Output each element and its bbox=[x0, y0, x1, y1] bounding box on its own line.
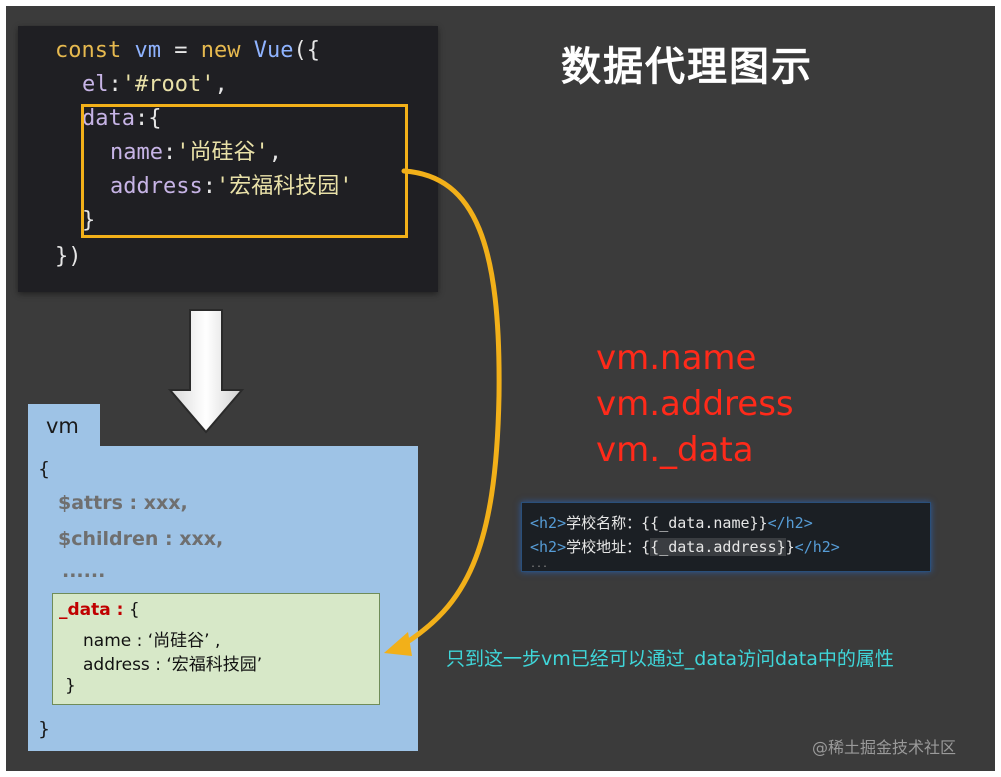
prop-address: address bbox=[110, 174, 203, 199]
accessor-vm-data: vm._data bbox=[596, 430, 754, 470]
colon: : bbox=[108, 72, 122, 97]
snippet-line-3: ... bbox=[530, 559, 549, 570]
comma: , bbox=[214, 72, 228, 97]
expr-open: { bbox=[641, 538, 651, 556]
vm-tab: vm bbox=[28, 404, 100, 448]
explanation-note: 只到这一步vm已经可以通过_data访问data中的属性 bbox=[446, 648, 894, 670]
vue-code-panel: const vm = new Vue({ el:'#root', data:{ … bbox=[18, 26, 438, 292]
open-paren: ({ bbox=[293, 38, 320, 63]
vm-close-brace: } bbox=[38, 718, 51, 740]
prop-name: name bbox=[110, 140, 163, 165]
colon: : bbox=[162, 140, 177, 165]
keyword-new: new bbox=[200, 38, 241, 63]
assign-op: = bbox=[160, 38, 201, 63]
snippet-line-1: <h2>学校名称：{{_data.name}}</h2> bbox=[530, 513, 813, 533]
vm-data-box: _data : { name : ‘尚硅谷’ , address : ‘宏福科技… bbox=[52, 593, 380, 705]
label-school-address: 学校地址： bbox=[566, 538, 642, 556]
colon: : bbox=[202, 174, 216, 199]
inner-close-brace: } bbox=[65, 676, 76, 696]
label-school-name: 学校名称： bbox=[566, 514, 642, 532]
accessor-vm-address: vm.address bbox=[596, 384, 794, 424]
code-line-6: } bbox=[82, 208, 95, 234]
down-arrow-icon bbox=[167, 309, 245, 434]
code-line-2: el:'#root', bbox=[82, 72, 228, 98]
inner-open-brace: { bbox=[123, 600, 140, 620]
data-highlight-box bbox=[81, 104, 408, 238]
code-line-4: name:'尚硅谷', bbox=[110, 140, 282, 166]
snippet-line-2: <h2>学校地址：{{_data.address}}</h2> bbox=[530, 537, 840, 557]
vm-children: $children : xxx, bbox=[58, 528, 224, 550]
code-line-3: data:{ bbox=[82, 106, 161, 132]
string-name: '尚硅谷' bbox=[176, 140, 269, 165]
template-code-snippet: <h2>学校名称：{{_data.name}}</h2> <h2>学校地址：{{… bbox=[521, 502, 931, 572]
expr-close: } bbox=[785, 538, 795, 556]
vm-open-brace: { bbox=[38, 458, 51, 480]
class-vue: Vue bbox=[253, 38, 294, 63]
vm-attrs: $attrs : xxx, bbox=[58, 492, 188, 514]
keyword-const: const bbox=[55, 38, 122, 63]
open-tag: <h2> bbox=[530, 514, 567, 532]
close-paren: }) bbox=[55, 244, 82, 269]
code-line-1: const vm = new Vue({ bbox=[55, 38, 320, 64]
vm-tab-label: vm bbox=[46, 414, 79, 438]
data-open-brace: :{ bbox=[134, 106, 162, 131]
vm-ellipsis: ...... bbox=[62, 560, 106, 582]
inner-name: name : ‘尚硅谷’ , bbox=[83, 631, 221, 651]
prop-el: el bbox=[82, 72, 109, 97]
open-tag: <h2> bbox=[530, 538, 567, 556]
data-close-brace: } bbox=[82, 208, 96, 233]
close-tag: </h2> bbox=[794, 538, 840, 556]
diagram-title: 数据代理图示 bbox=[561, 44, 813, 90]
inner-address: address : ‘宏福科技园’ bbox=[83, 655, 263, 675]
expr-address-highlight: {_data.address} bbox=[650, 538, 786, 556]
string-root: '#root' bbox=[121, 72, 215, 97]
code-line-5: address:'宏福科技园' bbox=[110, 174, 352, 200]
slide: 数据代理图示 const vm = new Vue({ el:'#root', … bbox=[6, 6, 995, 771]
prop-data: data bbox=[82, 106, 135, 131]
close-tag: </h2> bbox=[767, 514, 813, 532]
string-address: '宏福科技园' bbox=[215, 174, 353, 199]
inner-data-line: _data : { bbox=[59, 600, 140, 620]
watermark: @稀土掘金技术社区 bbox=[812, 738, 957, 757]
vm-object-panel: { $attrs : xxx, $children : xxx, ...... … bbox=[28, 446, 418, 751]
identifier-vm: vm bbox=[134, 38, 161, 63]
accessor-vm-name: vm.name bbox=[596, 338, 757, 378]
code-line-7: }) bbox=[55, 244, 82, 270]
comma: , bbox=[268, 140, 282, 165]
data-key: _data : bbox=[59, 600, 124, 620]
expr-name: {{_data.name}} bbox=[641, 514, 768, 532]
